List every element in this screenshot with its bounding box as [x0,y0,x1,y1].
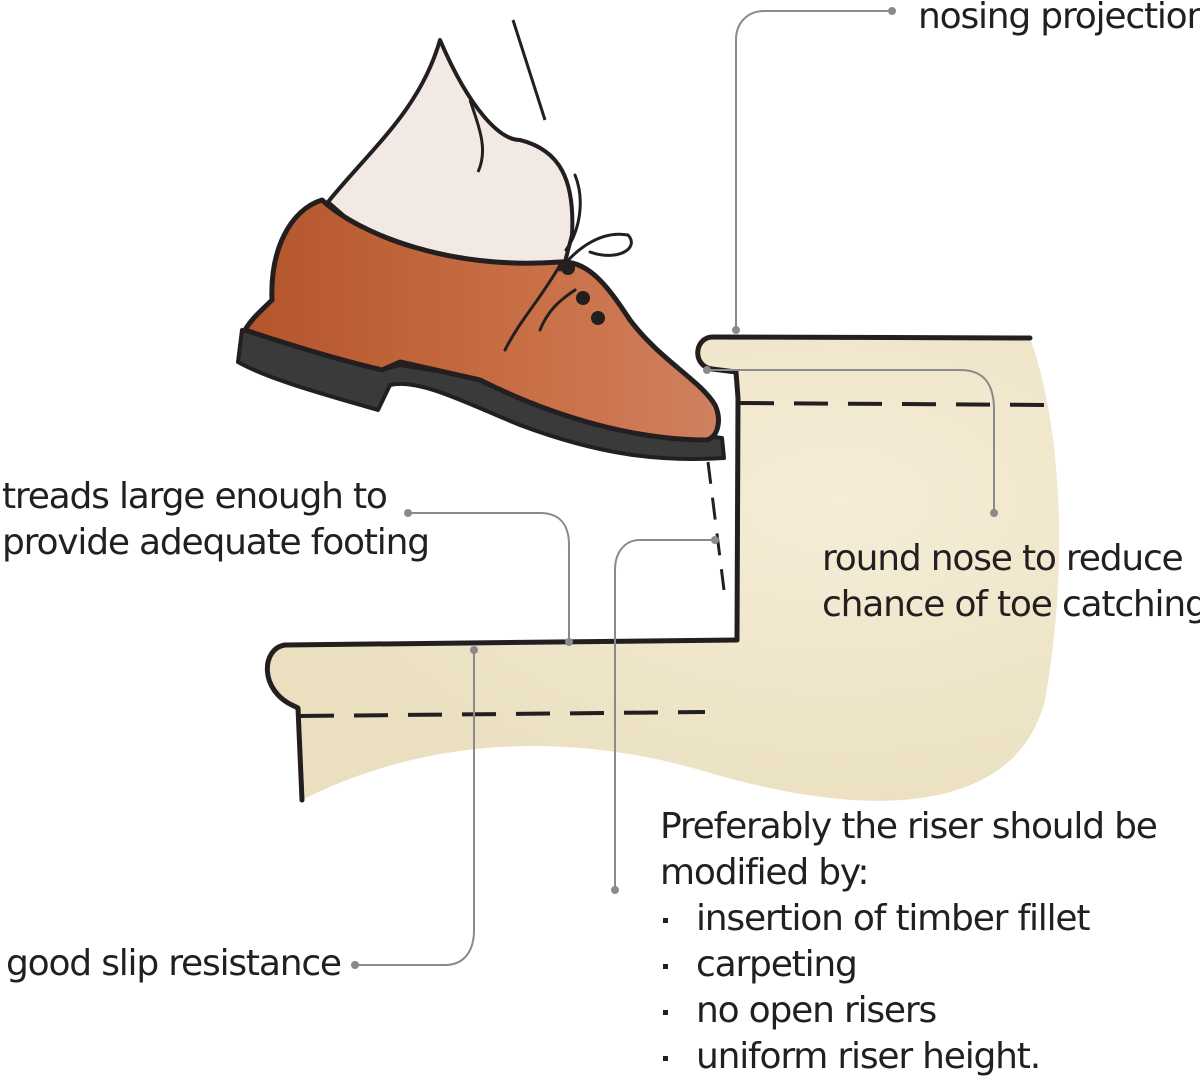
leader-dot [888,7,896,15]
leader-riser [614,539,715,890]
label-riser-modifications: Preferably the riser should be modified … [660,804,1158,1080]
eyelet [576,291,590,305]
label-text: Preferably the riser should be [660,806,1158,847]
eyelet [561,261,575,275]
label-round-nose: round nose to reduce chance of toe catch… [822,536,1200,628]
leader-dot [703,366,711,374]
leader-lines [351,7,998,969]
label-text: modified by: [660,852,870,893]
leg-fold-line [468,99,485,173]
list-item: insertion of timber fillet [660,896,1157,942]
stair-step-shape [267,338,1060,801]
shoe-laces [503,173,633,352]
lower-dashed-line [299,710,706,718]
leader-dot [565,638,573,646]
label-text: good slip resistance [6,943,342,984]
list-item: no open risers [660,988,1157,1034]
label-text: chance of toe catching [822,584,1200,625]
leader-nosing [735,10,892,330]
label-text: provide adequate footing [2,522,430,563]
leader-treads [408,512,570,642]
leader-dot [611,886,619,894]
leader-dot [990,509,998,517]
leader-round-nose [707,369,995,513]
leader-dot [711,536,719,544]
leader-dot [470,646,478,654]
label-text: nosing projection [918,0,1200,37]
label-treads: treads large enough to provide adequate … [2,474,430,566]
leader-dot [404,509,412,517]
list-item: carpeting [660,942,1157,988]
lower-tread-outline [264,637,740,803]
label-nosing-projection: nosing projection [918,0,1200,40]
eyelet [591,311,605,325]
leader-dot [351,961,359,969]
riser-dashed-line [706,461,726,591]
label-text: round nose to reduce [822,538,1184,579]
label-good-slip-resistance: good slip resistance [6,941,342,987]
leg-back-line [511,19,547,121]
list-item: uniform riser height. [660,1034,1157,1080]
shoe-upper [242,197,721,443]
label-text: treads large enough to [2,476,388,517]
leader-slip [355,650,475,966]
leader-dot [732,326,740,334]
